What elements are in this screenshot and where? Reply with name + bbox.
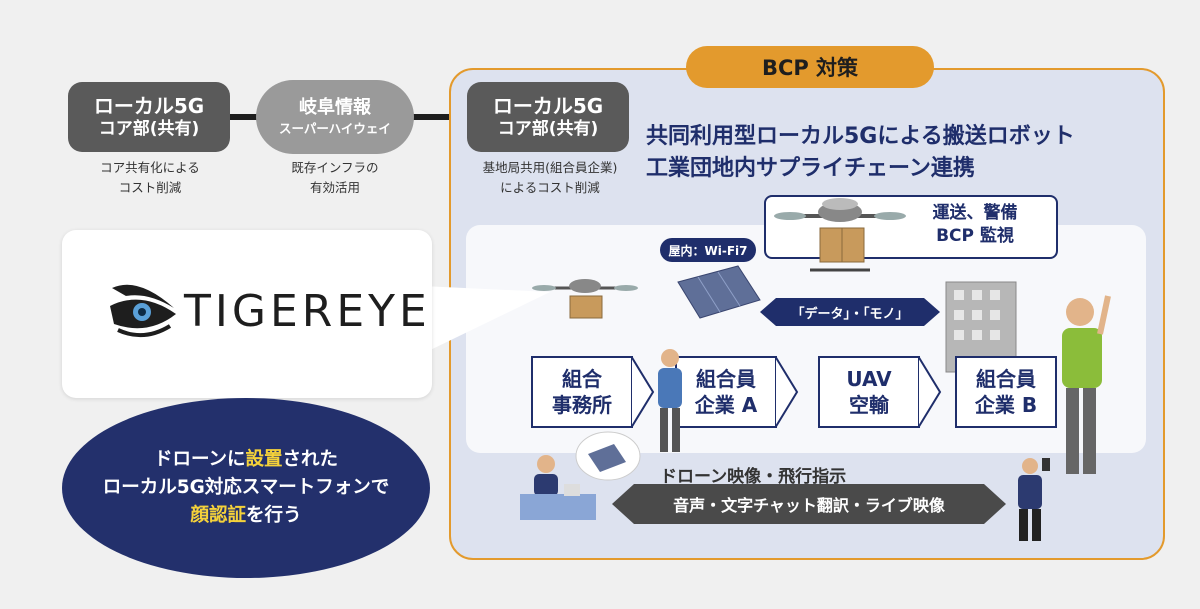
core-right-box: ローカル5G コア部(共有) <box>467 82 629 152</box>
flow-step-line1: 組合員 <box>976 367 1036 391</box>
flow-step-company-a: 組合員企業 A <box>675 356 777 428</box>
worker-green-person-icon <box>1062 295 1111 474</box>
core-right-caption: 基地局共用(組合員企業) によるコスト削減 <box>462 158 638 198</box>
highlight-text: 設置 <box>245 449 283 471</box>
text-part: ドローンに <box>153 449 246 471</box>
ellipse-line3: 顔認証を行う <box>190 502 301 530</box>
core-right-line2: コア部(共有) <box>497 118 599 139</box>
gifu-line2: スーパーハイウェイ <box>279 120 391 136</box>
gifu-highway-box: 岐阜情報 スーパーハイウェイ <box>256 80 414 154</box>
core-left-box: ローカル5G コア部(共有) <box>68 82 230 152</box>
patrol-text: 運送、警備 BCP 監視 <box>900 202 1050 248</box>
core-left-line1: ローカル5G <box>93 93 205 118</box>
flow-step-line2: 企業 B <box>974 393 1038 417</box>
core-right-line1: ローカル5G <box>492 93 604 118</box>
data-goods-bar: 「データ」・「モノ」 <box>760 298 940 326</box>
bcp-tab: BCP 対策 <box>686 46 934 88</box>
flow-step-office: 組合事務所 <box>531 356 633 428</box>
delivery-drone-small-icon <box>532 279 638 319</box>
flow-step-line2: 企業 A <box>694 393 758 417</box>
caption-line: によるコスト削減 <box>500 180 600 195</box>
flow-step-line1: UAV <box>846 367 892 391</box>
caption-line: 有効活用 <box>309 180 360 195</box>
gifu-line1: 岐阜情報 <box>299 97 371 119</box>
patrol-line2: BCP 監視 <box>936 225 1014 246</box>
headline-line1: 共同利用型ローカル5Gによる搬送ロボット <box>646 124 1075 149</box>
flow-step-line2: 事務所 <box>552 393 612 417</box>
reception-desk-icon <box>520 455 596 520</box>
gifu-caption: 既存インフラの 有効活用 <box>256 158 414 198</box>
face-auth-ellipse: ドローンに設置された ローカル5G対応スマートフォンで 顔認証を行う <box>62 398 430 578</box>
wifi-tag: 屋内：Wi-Fi7 <box>660 238 756 262</box>
caption-line: コア共有化による <box>100 160 200 175</box>
caption-line: 既存インフラの <box>291 160 379 175</box>
flow-step-line2: 空輸 <box>848 393 889 417</box>
core-left-line2: コア部(共有) <box>98 118 200 139</box>
voice-chat-bar: 音声・文字チャット翻訳・ライブ映像 <box>612 484 1006 524</box>
solar-panel-icon <box>677 265 761 319</box>
flow-arrow-tip <box>631 356 655 428</box>
caption-line: 基地局共用(組合員企業) <box>482 160 618 175</box>
highlight-text: 顔認証 <box>190 504 246 526</box>
flow-step-company-b: 組合員企業 B <box>955 356 1057 428</box>
speech-bubble-solar-icon <box>575 431 641 481</box>
speech-pointer <box>422 286 550 354</box>
text-part: された <box>282 449 339 471</box>
ellipse-line2: ローカル5G対応スマートフォンで <box>102 477 390 499</box>
logo-wordmark: TIGEREYE <box>184 286 431 337</box>
drone-video-label: ドローン映像・飛行指示 <box>660 467 847 487</box>
delivery-drone-large-icon <box>774 198 906 272</box>
flow-arrow-tip <box>775 356 799 428</box>
patrol-line1: 運送、警備 <box>932 203 1018 223</box>
ellipse-line1: ドローンに設置された <box>154 446 338 474</box>
caption-line: コスト削減 <box>118 180 182 195</box>
patrol-box <box>764 195 1058 259</box>
businessman-phone-icon <box>1018 458 1050 541</box>
text-part: を行う <box>246 504 302 526</box>
worker-person-icon <box>658 349 682 452</box>
flow-arrow-tip <box>918 356 942 428</box>
core-left-caption: コア共有化による コスト削減 <box>62 158 238 198</box>
flow-step-line1: 組合 <box>562 367 602 391</box>
flow-step-line1: 組合員 <box>695 367 756 391</box>
tigereye-eye-icon <box>110 284 176 338</box>
headline-line2: 工業団地内サプライチェーン連携 <box>646 156 975 181</box>
